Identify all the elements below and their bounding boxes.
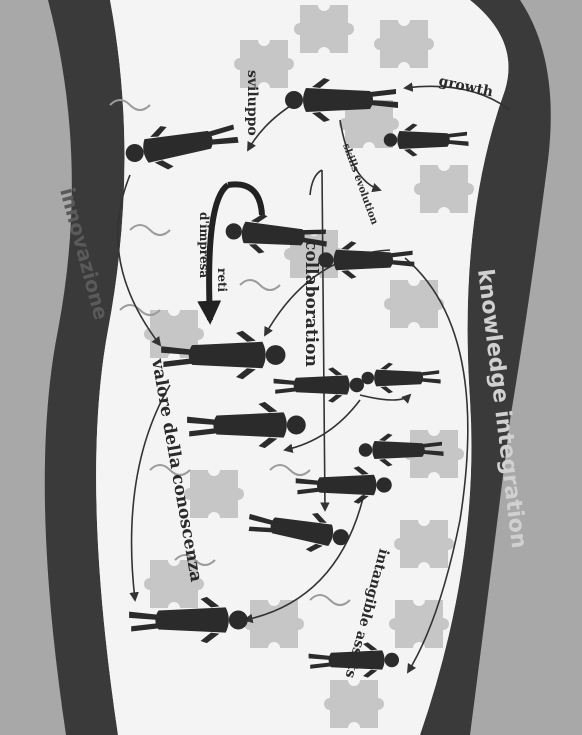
label-sviluppo: sviluppo xyxy=(244,70,260,136)
label-dimpresa: d'impresa xyxy=(197,212,211,278)
label-reti: reti xyxy=(215,268,229,293)
label-collaboration: collaboration xyxy=(301,240,321,367)
